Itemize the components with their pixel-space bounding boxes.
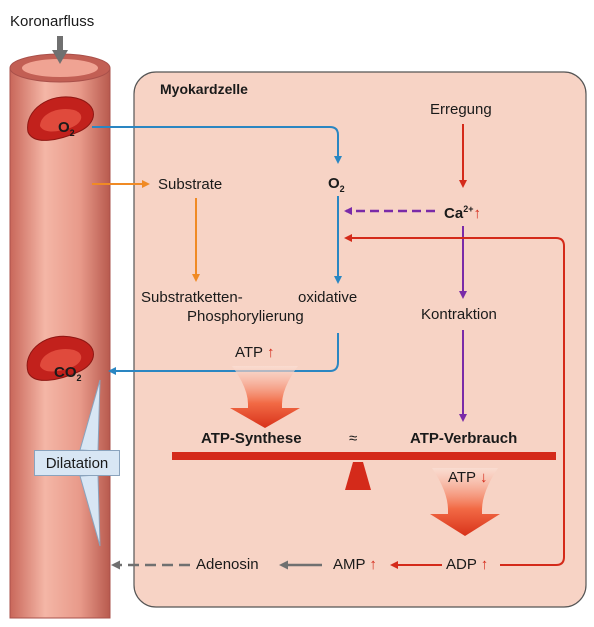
excitation-label: Erregung xyxy=(430,101,492,118)
co2-label: CO2 xyxy=(54,364,82,383)
myocardial-cell xyxy=(133,71,587,608)
blood-vessel xyxy=(9,53,111,619)
balance-beam xyxy=(172,452,556,460)
atp-consumption-label: ATP-Verbrauch xyxy=(410,430,518,447)
contraction-label: Kontraktion xyxy=(421,306,497,323)
atp-synthesis-label: ATP-Synthese xyxy=(201,430,302,447)
adp-feedback-arrow xyxy=(344,234,565,566)
atp-down-label: ATP ↓ xyxy=(448,469,488,486)
phosphorylation-label: Phosphorylierung xyxy=(187,308,304,325)
coronary-flow-label: Koronarfluss xyxy=(10,13,95,30)
substrate-phosphorylation-label: Substratketten- xyxy=(141,289,243,306)
cell-label: Myokardzelle xyxy=(160,81,248,97)
o2-arrow-to-cell xyxy=(92,126,342,164)
calcium-label: Ca2+↑ xyxy=(444,204,481,222)
up-indicator-icon: ↑ xyxy=(473,205,481,222)
o2-vessel-label: O2 xyxy=(58,119,75,138)
substrates-label: Substrate xyxy=(158,176,223,193)
oxidative-label: oxidative xyxy=(298,289,358,306)
atp-synthesis-funnel xyxy=(230,366,300,428)
up-indicator-icon: ↑ xyxy=(266,344,275,361)
up-indicator-icon: ↑ xyxy=(369,556,377,573)
o2-cell-label: O2 xyxy=(328,175,345,194)
atp-up-label: ATP ↑ xyxy=(235,344,275,361)
adenosine-label: Adenosin xyxy=(196,556,259,573)
co2-arrow-out xyxy=(108,333,339,375)
amp-label: AMP ↑ xyxy=(333,556,377,573)
dilatation-label: Dilatation xyxy=(34,450,120,476)
coronary-flow-arrow xyxy=(52,36,68,64)
down-indicator-icon: ↓ xyxy=(479,469,488,486)
up-indicator-icon: ↑ xyxy=(480,556,489,573)
atp-consumption-funnel xyxy=(430,468,500,536)
adp-label: ADP ↑ xyxy=(446,556,489,573)
approx-symbol: ≈ xyxy=(349,430,358,447)
